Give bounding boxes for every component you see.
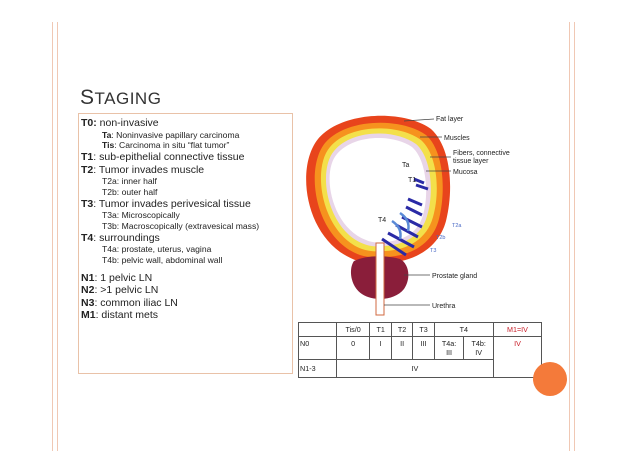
cell-n0-t4b: T4b:IV bbox=[463, 336, 494, 360]
label-fat-layer: Fat layer bbox=[436, 116, 464, 123]
row-label-n0: N0 bbox=[298, 336, 337, 360]
left-decor-line-2 bbox=[57, 22, 58, 451]
text-n2: : >1 pelvic LN bbox=[94, 284, 159, 297]
slide-title: STAGING bbox=[80, 86, 161, 110]
label-muscles: Muscles bbox=[444, 135, 470, 142]
code-tis: Tis bbox=[102, 140, 115, 151]
t4b-value: IV bbox=[475, 348, 483, 357]
left-decor-line-1 bbox=[52, 22, 53, 451]
label-urethra: Urethra bbox=[432, 303, 455, 310]
label-t2a: T2a bbox=[452, 223, 462, 229]
line-t3a: T3a: Microscopically bbox=[102, 210, 180, 221]
bladder-diagram: Fat layer Muscles Fibers, connective tis… bbox=[296, 109, 536, 317]
mark-light-1 bbox=[391, 219, 402, 240]
header-cell-m1: M1=IV bbox=[492, 322, 543, 337]
code-n3: N3 bbox=[81, 296, 95, 309]
mark-t1 bbox=[413, 177, 429, 191]
right-decor-line-2 bbox=[574, 22, 575, 451]
line-t2b: T2b: outer half bbox=[102, 186, 158, 197]
mark-t3 bbox=[381, 231, 415, 257]
t4a-label: T4a: bbox=[441, 339, 457, 348]
line-n2: N2: >1 pelvic LN bbox=[81, 284, 290, 297]
label-t4: T4 bbox=[378, 217, 386, 224]
line-n1: N1: 1 pelvic LN bbox=[81, 272, 290, 285]
line-t3b: T3b: Macroscopically (extravesical mass) bbox=[102, 220, 260, 231]
bladder-diagram-svg: Fat layer Muscles Fibers, connective tis… bbox=[306, 115, 510, 316]
code-t3: T3 bbox=[81, 197, 94, 210]
line-tis: Tis: Carcinoma in situ “flat tumor” bbox=[81, 140, 290, 151]
line-t4b: T4b: pelvic wall, abdominal wall bbox=[102, 255, 223, 266]
mark-light-2 bbox=[399, 211, 410, 232]
label-fibers-2: tissue layer bbox=[453, 158, 489, 165]
code-m1: M1 bbox=[81, 309, 96, 322]
label-prostate: Prostate gland bbox=[432, 273, 477, 280]
text-t4: : surroundings bbox=[93, 231, 160, 244]
cell-n0-t3: III bbox=[412, 336, 435, 360]
code-t1: T1 bbox=[81, 151, 94, 164]
t4b-label: T4b: bbox=[471, 339, 486, 348]
code-n2: N2 bbox=[81, 284, 95, 297]
row-label-n13: N1-3 bbox=[298, 359, 337, 378]
code-ta: Ta bbox=[102, 129, 112, 140]
header-cell-empty bbox=[298, 322, 337, 337]
urethra bbox=[375, 242, 385, 316]
right-decor-line-1 bbox=[569, 22, 570, 451]
header-cell-t4: T4 bbox=[433, 322, 494, 337]
code-n1: N1 bbox=[81, 271, 95, 284]
leader-fat bbox=[403, 118, 435, 122]
cell-n0-tis0: 0 bbox=[335, 336, 371, 360]
line-t4: T4: surroundings bbox=[81, 232, 290, 245]
leader-lines bbox=[384, 118, 451, 306]
text-tis: : Carcinoma in situ “flat tumor” bbox=[114, 140, 230, 151]
line-t4a: T4a: prostate, uterus, vagina bbox=[102, 244, 212, 255]
orange-accent-dot bbox=[533, 362, 567, 396]
title-rest: TAGING bbox=[94, 89, 162, 108]
label-fibers-1: Fibers, connective bbox=[453, 150, 510, 157]
code-t4: T4 bbox=[81, 231, 94, 244]
line-n3: N3: common iliac LN bbox=[81, 297, 290, 310]
label-t2b: T2b bbox=[436, 235, 445, 241]
label-ta: Ta bbox=[402, 162, 410, 169]
label-t1: T1 bbox=[408, 177, 416, 184]
header-cell-t1: T1 bbox=[369, 322, 392, 337]
line-m1: M1: distant mets bbox=[81, 309, 290, 322]
table-row-n0: N0 0 I II III T4a:III T4b:IV IV bbox=[298, 336, 543, 378]
cell-n0-t4a: T4a:III bbox=[433, 336, 465, 360]
t4a-value: III bbox=[446, 348, 453, 357]
text-t3: : Tumor invades perivesical tissue bbox=[93, 197, 251, 210]
cell-n13-value: IV bbox=[335, 359, 494, 378]
text-t2: : Tumor invades muscle bbox=[93, 163, 205, 176]
text-n3: : common iliac LN bbox=[94, 296, 178, 309]
line-t1: T1: sub-epithelial connective tissue bbox=[81, 151, 290, 164]
line-t2a: T2a: inner half bbox=[102, 176, 157, 187]
text-t1: : sub-epithelial connective tissue bbox=[93, 151, 245, 164]
table-row-n13: N1-3 IV bbox=[298, 359, 542, 378]
label-mucosa: Mucosa bbox=[453, 169, 478, 176]
header-cell-tis0: Tis/0 bbox=[335, 322, 371, 337]
mark-t2a bbox=[405, 197, 423, 217]
cell-n0-t1: I bbox=[369, 336, 392, 360]
text-n1: : 1 pelvic LN bbox=[94, 271, 153, 284]
header-cell-t2: T2 bbox=[390, 322, 414, 337]
line-ta: Ta: Noninvasive papillary carcinoma bbox=[81, 130, 290, 141]
text-ta: : Noninvasive papillary carcinoma bbox=[111, 129, 240, 140]
invasion-marks-light bbox=[391, 211, 410, 240]
cell-n0-t2: II bbox=[390, 336, 414, 360]
text-m1: : distant mets bbox=[95, 309, 159, 322]
line-t3: T3: Tumor invades perivesical tissue bbox=[81, 198, 290, 211]
code-t2: T2 bbox=[81, 163, 94, 176]
header-cell-t3: T3 bbox=[412, 322, 435, 337]
line-t2: T2: Tumor invades muscle bbox=[81, 164, 290, 177]
staging-table: Tis/0 T1 T2 T3 T4 M1=IV N0 0 I II III T4… bbox=[298, 322, 543, 378]
line-t0: T0: non-invasive bbox=[81, 117, 290, 130]
label-t3: T3 bbox=[430, 248, 436, 254]
staging-text-box: T0: non-invasive Ta: Noninvasive papilla… bbox=[78, 113, 293, 374]
invasion-marks bbox=[381, 177, 429, 257]
bladder-lumen bbox=[329, 137, 427, 243]
table-header-row: Tis/0 T1 T2 T3 T4 M1=IV bbox=[298, 322, 543, 337]
code-t0: T0: bbox=[81, 117, 97, 129]
text-t0: non-invasive bbox=[96, 117, 159, 129]
title-cap: S bbox=[80, 86, 95, 109]
